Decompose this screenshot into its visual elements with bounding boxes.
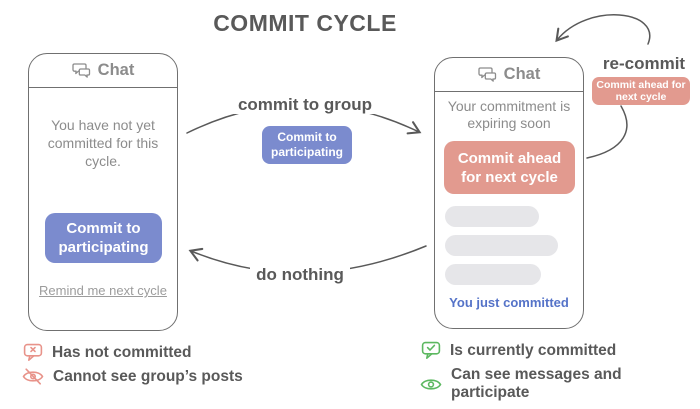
legend-can-see-messages: Can see messages and participate (420, 366, 700, 402)
remind-me-link[interactable]: Remind me next cycle (39, 283, 167, 298)
chat-bubbles-icon (478, 66, 496, 82)
arrow-recommit-top (555, 14, 651, 45)
phone-not-committed: Chat You have not yet committed for this… (28, 53, 178, 331)
chat-header: Chat (29, 54, 177, 88)
message-placeholder-pill (445, 235, 558, 256)
page-title: COMMIT CYCLE (213, 10, 397, 36)
chat-header-label: Chat (503, 65, 541, 83)
commit-to-group-label: commit to group (230, 95, 380, 115)
commit-to-participating-button[interactable]: Commit to participating (45, 213, 162, 263)
message-placeholder-pill (445, 264, 541, 285)
eye-off-icon (22, 368, 44, 385)
do-nothing-label: do nothing (225, 265, 375, 285)
phone-committed: Chat Your commitment is expiring soon Co… (434, 57, 584, 329)
not-committed-message: You have not yet committed for this cycl… (47, 117, 159, 169)
legend-cannot-see-posts: Cannot see group’s posts (22, 367, 243, 386)
legend-label: Is currently committed (450, 341, 617, 359)
legend-label: Has not committed (52, 343, 192, 361)
bubble-check-icon (421, 341, 441, 359)
legend-label: Cannot see group’s posts (53, 367, 243, 385)
eye-icon (420, 378, 442, 390)
message-placeholder-pill (445, 206, 539, 227)
legend-label: Can see messages and participate (451, 366, 622, 401)
arrow-recommit-bottom (586, 105, 628, 159)
commit-status-text: You just committed (449, 295, 569, 310)
chat-bubbles-icon (72, 62, 90, 78)
commit-ahead-button[interactable]: Commit ahead for next cycle (444, 141, 575, 194)
chat-header: Chat (435, 58, 583, 92)
chat-header-label: Chat (97, 61, 135, 79)
mini-commit-ahead-button: Commit ahead for next cycle (592, 77, 690, 105)
mini-commit-to-participating-button: Commit to participating (262, 126, 352, 164)
bubble-x-icon (23, 343, 43, 361)
legend-has-not-committed: Has not committed (23, 343, 192, 362)
re-commit-label: re-commit (602, 54, 686, 73)
expiring-message: Your commitment is expiring soon (447, 98, 571, 131)
legend-is-committed: Is currently committed (421, 341, 616, 360)
